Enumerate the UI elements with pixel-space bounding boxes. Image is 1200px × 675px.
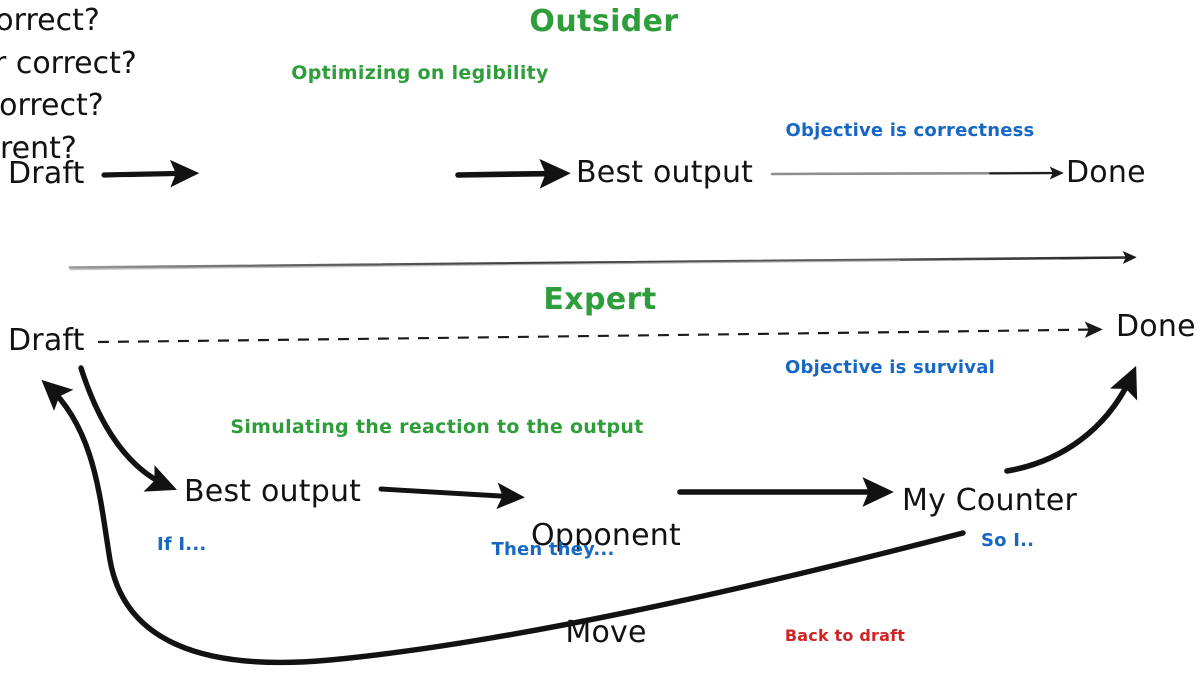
expert-node-done: Done: [1116, 309, 1196, 344]
outsider-node-done: Done: [1066, 155, 1146, 190]
expert-green-annotation: Simulating the reaction to the output: [230, 416, 644, 438]
arrow-expert-draft-to-done-dashed: [97, 321, 1103, 344]
expert-caption-so-i: So I..: [981, 530, 1035, 551]
outsider-checklist: Tone correct? Grammar correct? Facts cor…: [0, 0, 600, 170]
checklist-item-facts: Facts correct?: [0, 88, 104, 124]
opponent-move-line-2: Move: [565, 614, 647, 650]
outsider-title: Outsider: [529, 4, 679, 39]
section-divider-arrow: [68, 251, 1137, 271]
arrow-outsider-draft-to-checklist: [101, 159, 200, 188]
feedback-line-1: Back to draft: [784, 626, 906, 646]
expert-title: Expert: [543, 282, 657, 317]
expert-node-draft: Draft: [8, 323, 85, 358]
expert-node-best-output: Best output: [184, 474, 362, 509]
expert-node-opponent-move: Opponent Move: [531, 455, 681, 675]
outsider-green-annotation: Optimizing on legibility: [291, 62, 549, 84]
arrow-outsider-checklist-to-best-output: [455, 158, 571, 189]
arrow-outsider-best-output-to-done: [770, 166, 1064, 180]
checklist-item-tone: Tone correct?: [0, 3, 100, 38]
opponent-move-line-1: Opponent: [531, 517, 681, 553]
outsider-node-draft: Draft: [8, 156, 85, 191]
expert-feedback-annotation: Back to draft if not good: [785, 582, 905, 675]
checklist-item-grammar: Grammar correct?: [0, 45, 137, 81]
expert-blue-annotation-survival: Objective is survival: [785, 357, 995, 378]
outsider-node-best-output: Best output: [576, 155, 754, 190]
arrow-expert-best-output-to-opponent-move: [378, 482, 525, 510]
arrow-expert-my-counter-to-done: [1004, 365, 1138, 474]
expert-caption-then-they: Then they...: [491, 539, 615, 560]
checklist-item-coherent: Coherent?: [0, 130, 77, 166]
arrow-expert-draft-to-best-output: [78, 365, 177, 492]
expert-caption-if-i: If I...: [157, 534, 207, 555]
outsider-blue-annotation: Objective is correctness: [785, 120, 1035, 141]
expert-node-my-counter: My Counter: [902, 483, 1078, 518]
